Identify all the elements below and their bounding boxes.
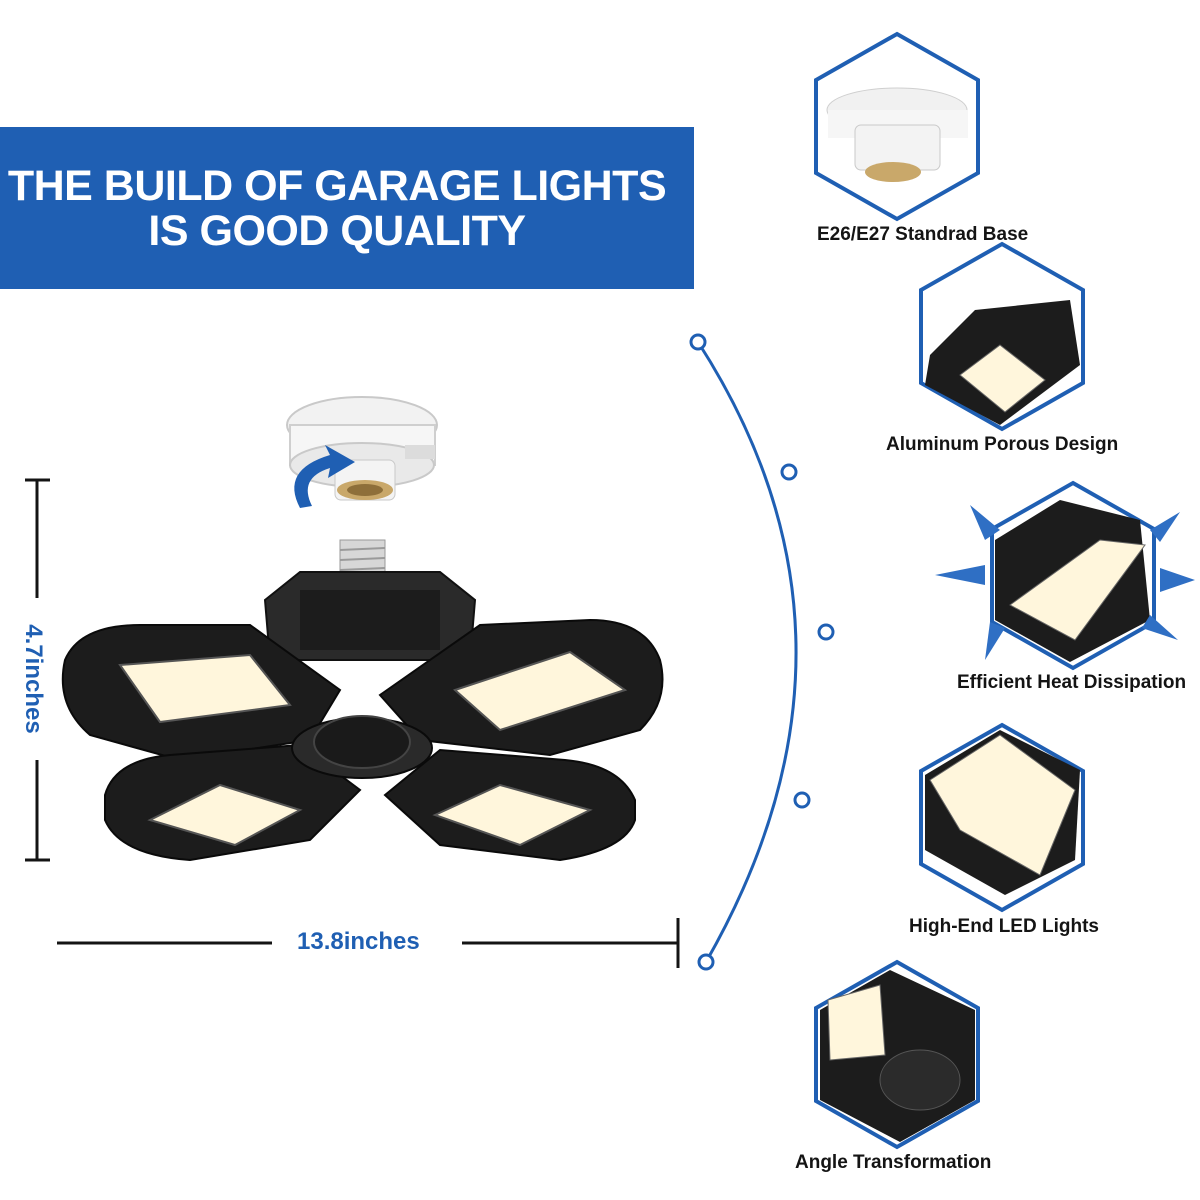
garage-light-illustration — [61, 396, 664, 862]
angle-hinge-icon — [814, 959, 980, 1150]
banner-title-line-1: THE BUILD OF GARAGE LIGHTS — [7, 162, 667, 210]
panel-bottom-left — [104, 743, 362, 862]
panel-top-left — [61, 624, 342, 762]
porous-panel-icon — [919, 241, 1085, 432]
heat-dissipation-icon — [935, 480, 1195, 671]
socket-adapter-icon — [286, 396, 438, 501]
title-banner — [0, 127, 694, 289]
rotate-arrow-icon — [294, 445, 355, 508]
led-chips-icon — [919, 722, 1085, 913]
panel-top-right — [378, 618, 664, 757]
feature-label-porous: Aluminum Porous Design — [886, 434, 1119, 455]
feature-label-base: E26/E27 Standrad Base — [817, 224, 1029, 245]
feature-label-heat: Efficient Heat Dissipation — [957, 672, 1187, 693]
panel-bottom-right — [383, 748, 636, 862]
feature-label-led: High-End LED Lights — [909, 916, 1099, 937]
feature-label-angle: Angle Transformation — [795, 1152, 992, 1173]
base-socket-icon — [814, 31, 980, 222]
width-dimension-label: 13.8inches — [297, 928, 420, 955]
banner-title-line-2: IS GOOD QUALITY — [148, 207, 526, 255]
